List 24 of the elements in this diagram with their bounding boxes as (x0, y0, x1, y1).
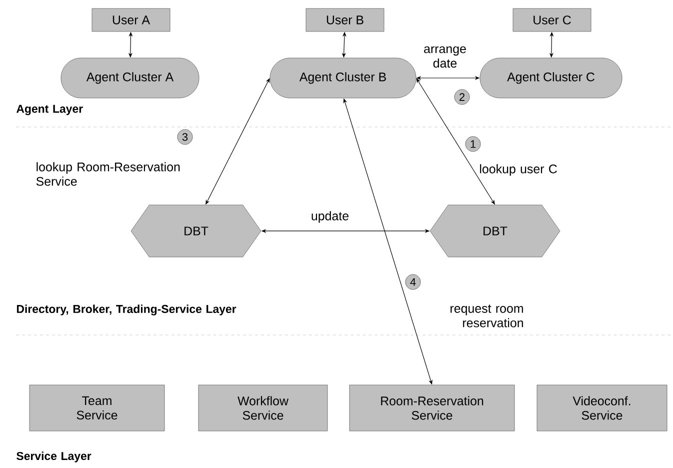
agent-cluster-box: Agent Cluster A (60, 58, 200, 98)
edge-label: request room reservation (450, 304, 523, 328)
service-box: Team Service (29, 384, 165, 432)
agent-cluster-box: Agent Cluster C (480, 58, 622, 98)
agent-cluster-box: Agent Cluster B (270, 58, 416, 98)
service-box: Videoconf. Service (536, 384, 668, 432)
user-box: User A (92, 8, 170, 32)
step-number: 1 (465, 136, 481, 152)
edge-label: lookup Room-Reservation Service (36, 162, 180, 186)
edge-label: update (312, 211, 348, 223)
dbt-hexagon: DBT (130, 204, 262, 258)
dbt-hexagon: DBT (430, 204, 560, 258)
step-number: 3 (177, 129, 193, 145)
service-box: Room-Reservation Service (349, 384, 515, 432)
edge-label: lookup user C (480, 164, 557, 176)
service-box: Workflow Service (198, 384, 328, 432)
layer-label: Directory, Broker, Trading-Service Layer (16, 304, 236, 316)
user-box: User C (512, 8, 592, 32)
layer-label: Service Layer (16, 452, 92, 462)
layer-label: Agent Layer (16, 104, 83, 116)
user-box: User B (306, 8, 384, 32)
step-number: 4 (405, 274, 421, 290)
edge-label: arrange date (424, 46, 466, 68)
step-number: 2 (454, 89, 470, 105)
